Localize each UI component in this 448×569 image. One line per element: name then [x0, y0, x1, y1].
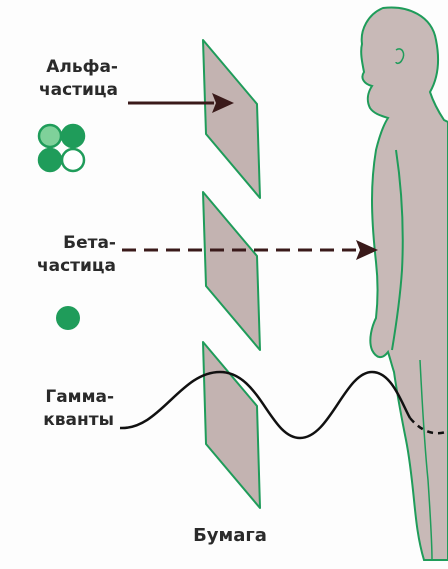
alpha-particle-label: Альфа- частица [10, 56, 118, 102]
beta-label-line-2: частица [10, 255, 116, 278]
alpha-label-line-2: частица [10, 79, 118, 102]
human-figure [361, 8, 448, 560]
gamma-quanta-label: Гамма- кванты [6, 386, 114, 432]
paper-sheets [203, 40, 260, 508]
alpha-particle-icon [39, 125, 84, 171]
paper-sheet-middle [203, 192, 260, 350]
human-body-outline [361, 8, 448, 560]
paper-sheet-bottom [203, 342, 260, 508]
alpha-arrow [128, 93, 234, 113]
gamma-label-line-1: Гамма- [6, 386, 114, 409]
beta-particle-label: Бета- частица [10, 232, 116, 278]
gamma-label-line-2: кванты [6, 409, 114, 432]
alpha-label-line-1: Альфа- [10, 56, 118, 79]
beta-particle-icon [56, 306, 80, 330]
paper-label: Бумага [150, 524, 310, 547]
paper-sheet-top [203, 40, 260, 198]
beta-label-line-1: Бета- [10, 232, 116, 255]
